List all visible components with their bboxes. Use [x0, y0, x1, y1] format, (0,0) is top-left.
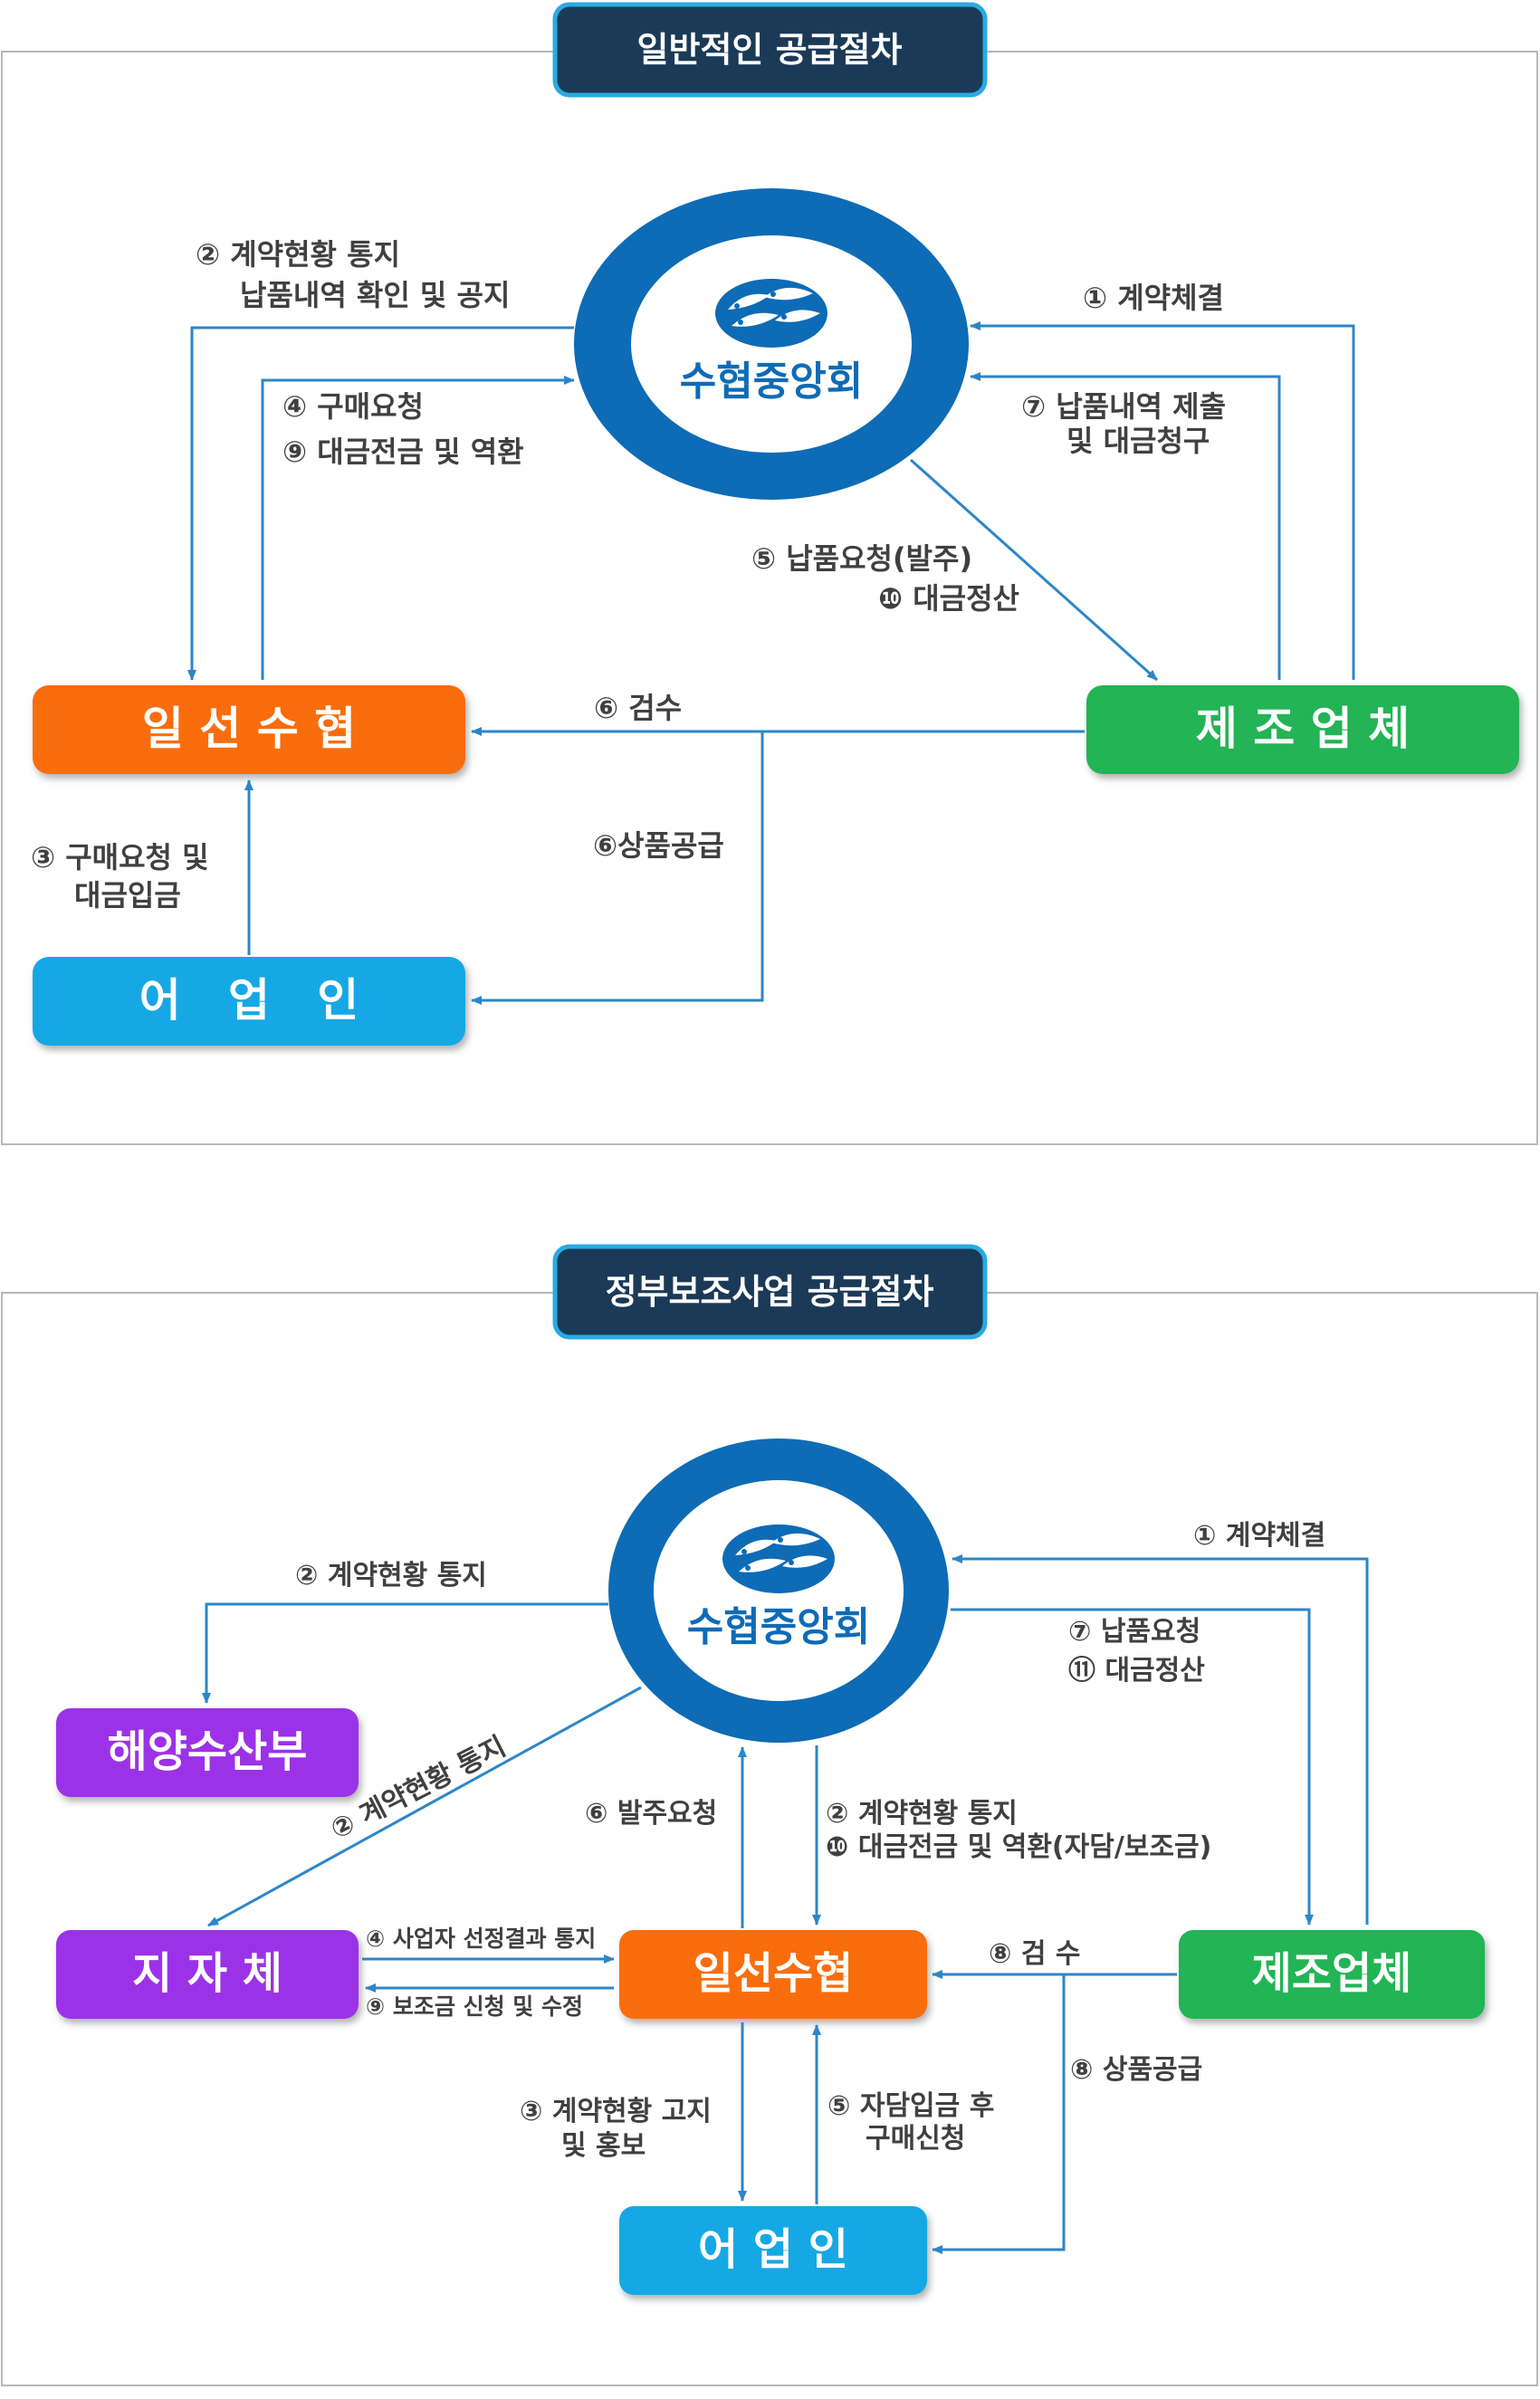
node-maker: 제조업체 [1252, 1948, 1412, 1999]
label-5b: 구매신청 [866, 2123, 965, 2155]
node-fisher-box [619, 2206, 927, 2295]
node-maker: 제 조 업 체 [1196, 702, 1410, 755]
subsidy-procedure-section: 정부보조사업 공급절차 수협중앙회 해양수산부 지 자 체 일선수협 제조업체 … [1, 1244, 1538, 2386]
flow-arrows [187, 321, 1355, 1005]
suhyup-central-node: 수협중앙회 [574, 188, 969, 500]
section-title: 일반적인 공급절차 [637, 30, 903, 70]
node-mof-box [56, 1708, 359, 1797]
flow-labels: ② 계약현황 통지 납품내역 확인 및 공지 ① 계약체결 ④ 구매요청 ⑨ 대… [31, 237, 1226, 913]
label-9: ⑨ 대금전금 및 역환 [282, 435, 524, 469]
label-3a: ③ 계약현황 고지 [520, 2096, 712, 2127]
flow-arrows [202, 1554, 1369, 2254]
section-title-box [552, 2, 988, 98]
arrow-1 [970, 321, 1355, 680]
label-10: ❿ 대금전금 및 역환(자담/보조금) [826, 1831, 1211, 1863]
label-5: ⑤ 납품요청(발주) [751, 541, 972, 576]
label-7b: 및 대금청구 [1067, 424, 1210, 458]
node-ilseon: 일 선 수 협 [142, 702, 356, 755]
label-5a: ⑤ 자담입금 후 [827, 2090, 994, 2122]
arrow-6-supply [471, 731, 764, 1005]
arrow-1 [952, 1554, 1369, 1925]
node-local: 지 자 체 [132, 1948, 282, 1999]
node-mof: 해양수산부 [108, 1726, 308, 1777]
fish-logo-icon [722, 1524, 835, 1593]
flow-labels: ① 계약체결 ② 계약현황 통지 ⑦ 납품요청 ⑪ 대금정산 ② 계약현황 통지… [295, 1520, 1325, 2162]
general-procedure-section: 일반적인 공급절차 수협중앙회 일 선 수 협 제 조 업 체 어 업 인 [1, 2, 1538, 1145]
section-title: 정부보조사업 공급절차 [606, 1272, 934, 1312]
label-7: ⑦ 납품요청 [1068, 1616, 1200, 1648]
label-6a: ⑥ 검수 [594, 691, 682, 725]
label-3a: ③ 구매요청 및 [31, 840, 209, 875]
node-ilseon: 일선수협 [693, 1948, 854, 1999]
label-8a: ⑧ 검 수 [989, 1938, 1081, 1970]
logo-text: 수협중앙회 [680, 358, 863, 405]
label-11: ⑪ 대금정산 [1068, 1655, 1205, 1687]
label-7a: ⑦ 납품내역 제출 [1021, 389, 1226, 424]
label-1: ① 계약체결 [1083, 281, 1224, 315]
section-title-box [552, 1244, 988, 1340]
arrow-2 [187, 326, 574, 681]
arrow-2-mof [202, 1602, 608, 1704]
node-local-box [56, 1930, 359, 2019]
label-3b: 및 홍보 [561, 2130, 646, 2162]
label-2: ② 계약현황 통지 [295, 1560, 487, 1591]
suhyup-central-node: 수협중앙회 [608, 1438, 949, 1743]
label-1: ① 계약체결 [1193, 1520, 1325, 1552]
label-4: ④ 구매요청 [282, 389, 424, 424]
label-2c: ② 계약현황 통지 [826, 1798, 1018, 1830]
arrow-5-10 [910, 458, 1158, 682]
arrow-7-11 [951, 1608, 1314, 1926]
label-4: ④ 사업자 선정결과 통지 [366, 1926, 596, 1952]
label-8b: ⑧ 상품공급 [1070, 2054, 1202, 2086]
label-9: ⑨ 보조금 신청 및 수정 [366, 1993, 583, 2020]
arrow-8-supply [932, 1974, 1066, 2254]
label-2a: ② 계약현황 통지 [196, 237, 400, 272]
label-2b: 납품내역 확인 및 공지 [240, 278, 510, 312]
arrow-7 [970, 372, 1281, 680]
node-ilseon-box [33, 685, 465, 774]
node-maker-box [1086, 685, 1519, 774]
logo-text: 수협중앙회 [687, 1604, 870, 1650]
arrow-4-9 [261, 376, 575, 680]
label-3b: 대금입금 [74, 878, 181, 913]
label-6: ⑥ 발주요청 [585, 1798, 717, 1830]
node-fisher: 어 업 인 [698, 2224, 848, 2275]
node-maker-box [1179, 1930, 1485, 2019]
fish-logo-icon [715, 279, 827, 348]
node-fisher-box [33, 957, 465, 1046]
node-fisher: 어 업 인 [139, 974, 359, 1027]
node-ilseon-box [619, 1930, 927, 2019]
label-10: ❿ 대금정산 [878, 581, 1019, 616]
label-6b: ⑥상품공급 [593, 828, 724, 863]
arrow-2-local [207, 1686, 642, 1927]
